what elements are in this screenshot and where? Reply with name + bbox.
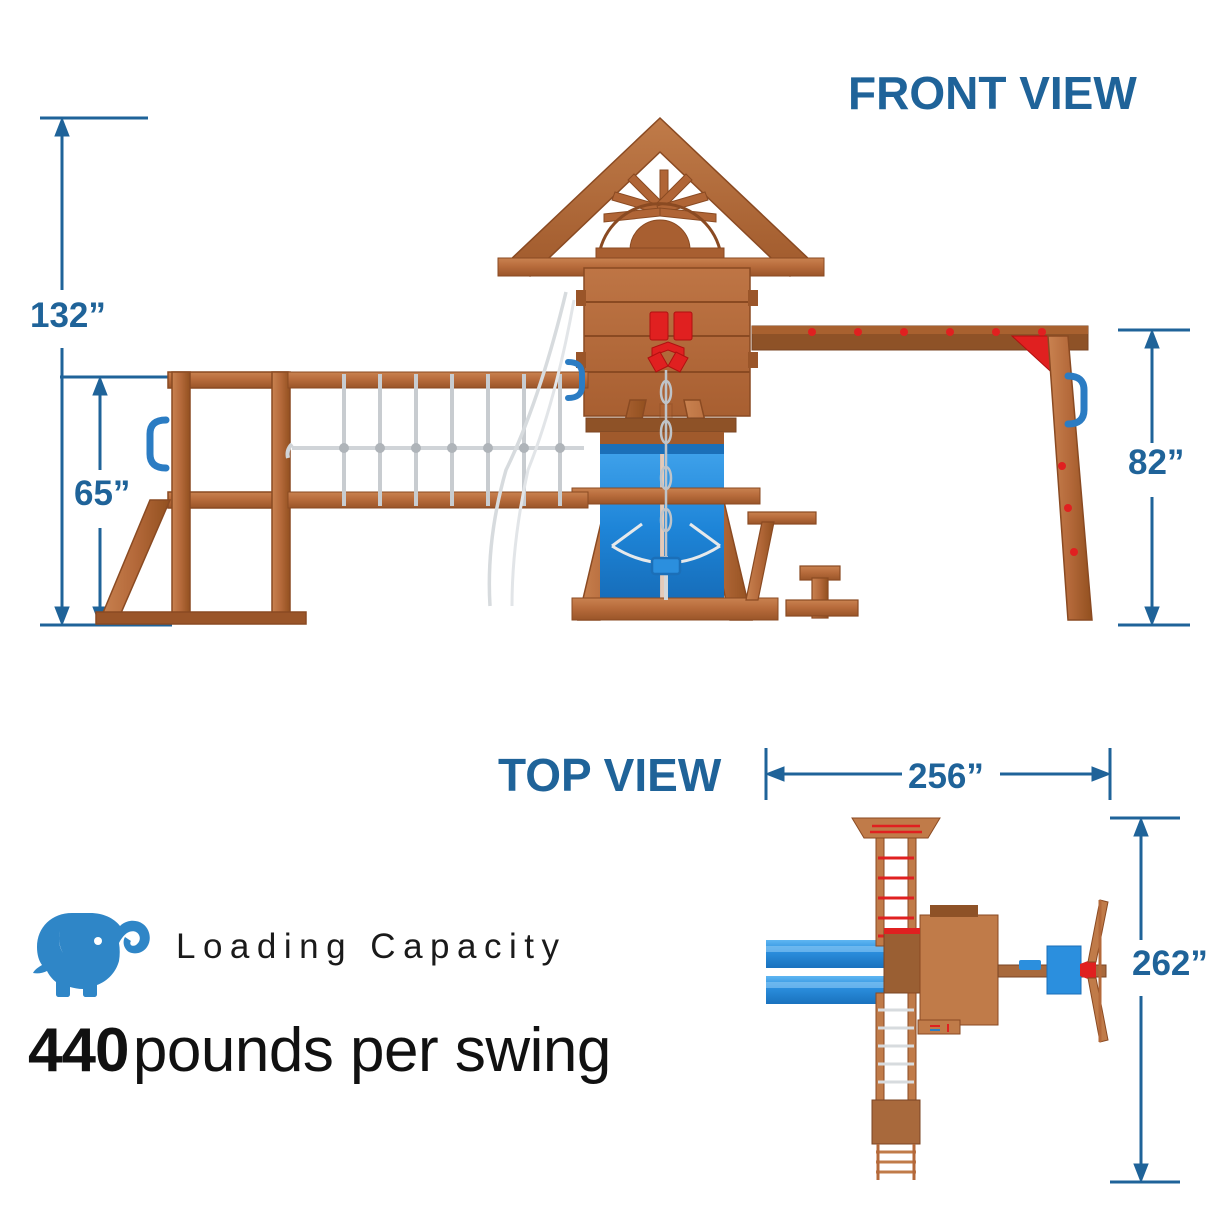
front-view-playset [95, 116, 1093, 625]
beam-handle-icon [1064, 372, 1088, 428]
top-monkey-bars-lower [871, 992, 921, 1180]
climbing-rope [487, 291, 568, 607]
loading-capacity-title: Loading Capacity [176, 927, 567, 966]
tower-handle-icon [565, 359, 585, 401]
front-view-dimension-lines [40, 116, 1190, 627]
top-view-playset [766, 817, 1109, 1180]
dimension-label-overall-width: 256” [904, 757, 988, 798]
dimension-label-overall-depth: 262” [1128, 944, 1212, 985]
top-swing-beam [997, 899, 1109, 1043]
loading-capacity-unit: pounds per swing [132, 1016, 611, 1085]
top-view-dimension-lines [764, 748, 1180, 1184]
elephant-icon [33, 913, 150, 997]
loading-capacity-number: 440 [28, 1016, 129, 1085]
left-support-frame [95, 371, 307, 625]
top-view-title: TOP VIEW [498, 749, 722, 801]
climbing-rope-2 [510, 299, 576, 607]
dimension-label-beam-height: 82” [1124, 443, 1189, 484]
dimension-label-overall-height: 132” [26, 296, 110, 337]
picnic-bench [745, 511, 859, 619]
loading-capacity-block: Loading Capacity 440 pounds per swing [28, 893, 688, 1086]
trapeze-swing [611, 370, 721, 600]
top-tower [883, 905, 999, 1035]
swing-beam-assembly [751, 325, 1093, 621]
top-slides [766, 940, 884, 1004]
monkey-bars [285, 371, 589, 509]
red-swing-brackets [647, 311, 693, 373]
dimension-label-deck-height: 65” [70, 474, 135, 515]
roof-gable [497, 116, 825, 277]
front-view-title: FRONT VIEW [848, 67, 1137, 119]
handle-icon [146, 416, 170, 472]
